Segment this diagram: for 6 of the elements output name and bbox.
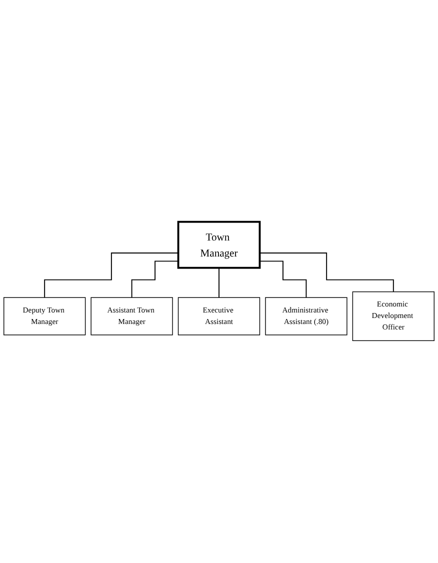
- connector: [259, 252, 394, 293]
- connector: [218, 268, 220, 298]
- node-box: Town Manager: [177, 221, 261, 270]
- connector: [131, 260, 179, 298]
- connector: [259, 260, 307, 298]
- connector: [44, 252, 179, 298]
